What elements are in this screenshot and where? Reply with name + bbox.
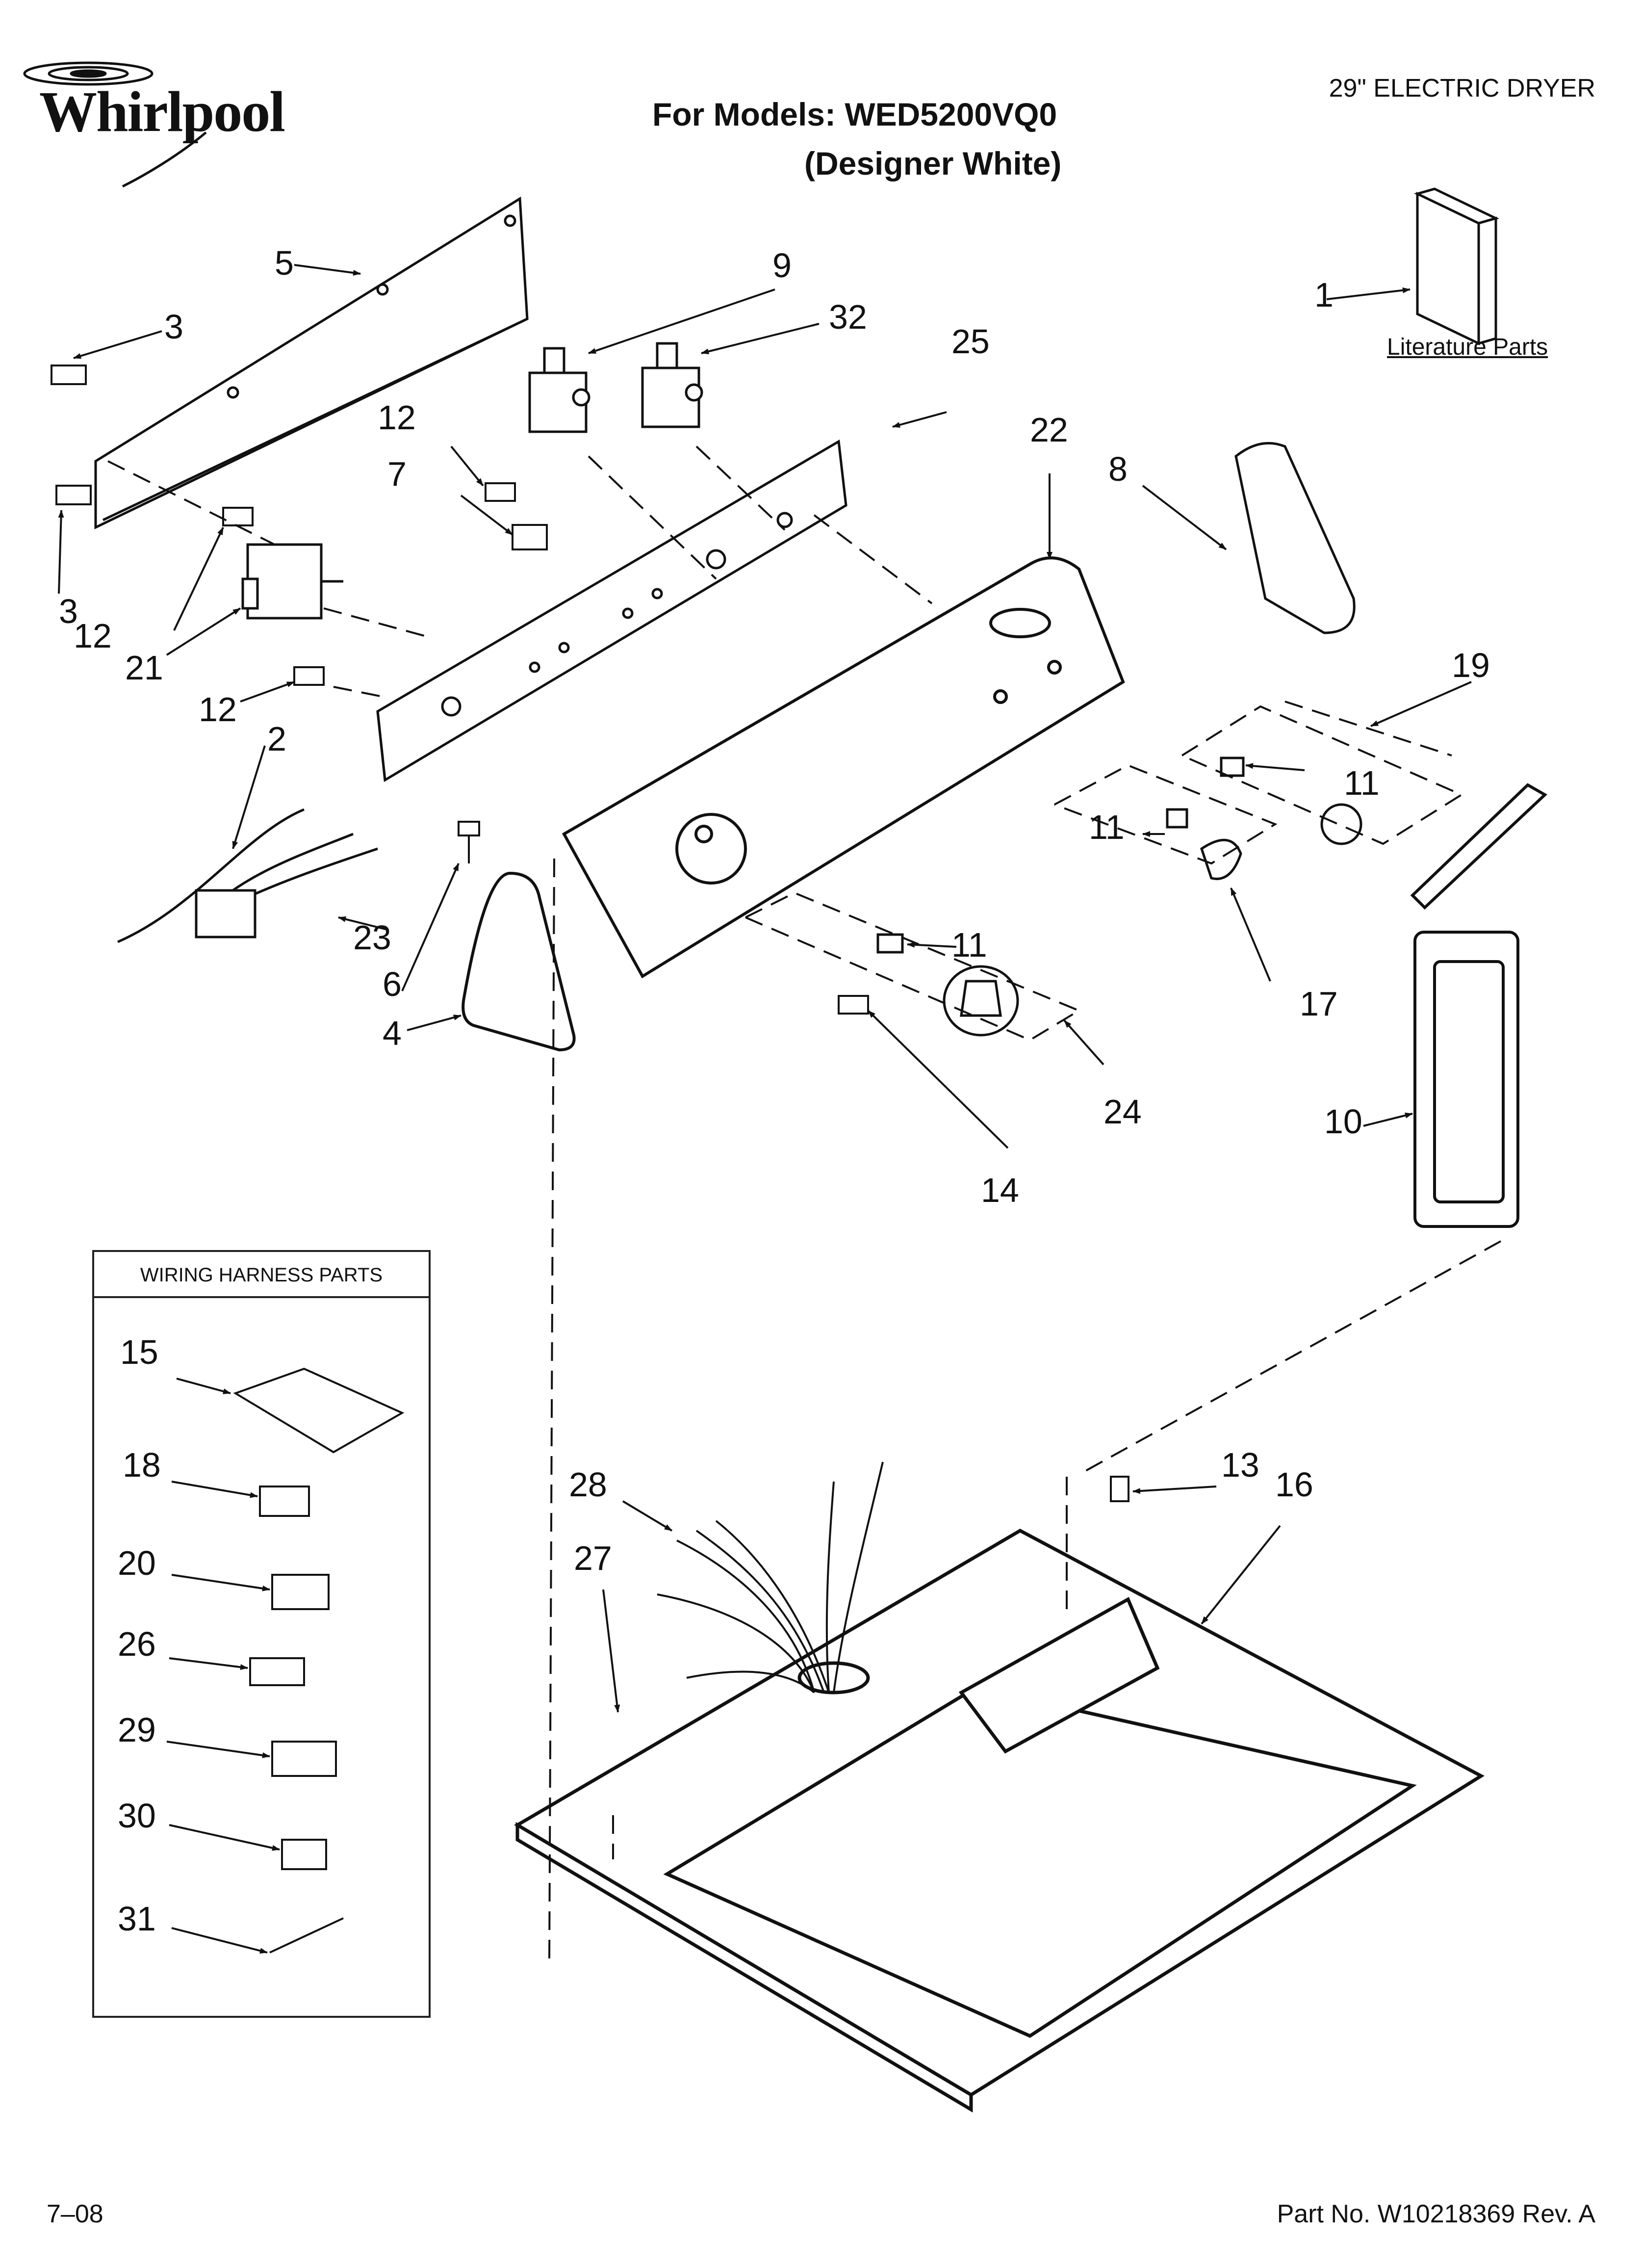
callout-8: 8 [1108, 450, 1128, 488]
date-code: 7–08 [47, 2200, 103, 2228]
top-panel [514, 1528, 1485, 2113]
callout-17: 17 [1300, 985, 1338, 1023]
whirlpool-swirl-icon [23, 61, 207, 188]
callout-3b: 3 [59, 592, 78, 630]
callout-31: 31 [118, 1900, 156, 1938]
color-variant: (Designer White) [804, 145, 1062, 182]
callout-24: 24 [1103, 1093, 1142, 1131]
lint-screen [1410, 783, 1548, 1228]
dashed-leader-lines [107, 445, 1501, 1963]
knob-19-icon [1220, 756, 1362, 845]
callout-20: 20 [118, 1544, 156, 1582]
wiring-harness-legend: WIRING HARNESS PARTS [92, 1250, 431, 2018]
callout-4: 4 [383, 1014, 402, 1052]
screw-icon [458, 821, 480, 863]
callout-28: 28 [569, 1465, 607, 1504]
legend-title: WIRING HARNESS PARTS [94, 1252, 429, 1298]
legend-parts-icons [233, 1367, 405, 1954]
models-title: For Models: WED5200VQ0 [652, 96, 1057, 132]
console-back-panel [94, 196, 529, 529]
callout-21: 21 [125, 649, 163, 687]
callout-12c: 12 [199, 690, 237, 729]
console-housing [562, 556, 1125, 979]
callout-14: 14 [981, 1171, 1019, 1209]
callout-1: 1 [1314, 276, 1334, 314]
callout-15: 15 [120, 1333, 158, 1371]
callout-12b: 12 [74, 617, 112, 655]
callout-6: 6 [383, 965, 402, 1003]
callout-arrows [58, 264, 1472, 1954]
callout-2: 2 [267, 720, 286, 758]
callout-26: 26 [118, 1625, 156, 1663]
part-number: Part No. W10218369 Rev. A [1277, 2200, 1595, 2228]
callout-10: 10 [1324, 1102, 1362, 1141]
callout-9: 9 [772, 246, 792, 285]
callout-11a: 11 [1344, 764, 1380, 802]
callout-12a: 12 [378, 398, 416, 437]
callout-18: 18 [123, 1446, 161, 1484]
callout-3a: 3 [164, 308, 183, 346]
callout-22: 22 [1030, 411, 1068, 449]
knob-24-icon [876, 933, 1019, 1037]
product-type: 29" ELECTRIC DRYER [1329, 74, 1595, 103]
timer-icon [241, 543, 343, 620]
callout-27: 27 [574, 1539, 612, 1577]
callout-19: 19 [1452, 646, 1490, 684]
switch-9-icon [528, 347, 590, 433]
screws-icon [51, 365, 1129, 1502]
switch-32-icon [641, 342, 703, 428]
wire-harness-icon [117, 808, 378, 943]
callout-25: 25 [951, 322, 990, 361]
control-bracket [376, 439, 847, 782]
callout-29: 29 [118, 1711, 156, 1749]
clip-7-icon [512, 524, 548, 550]
callout-11b: 11 [1089, 808, 1125, 846]
end-cap [462, 871, 576, 1052]
callout-5: 5 [275, 244, 294, 282]
literature-book-icon [1413, 187, 1500, 345]
callout-30: 30 [118, 1797, 156, 1835]
knob-17-icon [1166, 808, 1242, 880]
callout-16: 16 [1275, 1465, 1313, 1504]
side-bracket [1234, 442, 1356, 634]
main-harness-icon [657, 1461, 884, 1694]
brand-logo: Whirlpool [39, 79, 285, 144]
callout-7: 7 [387, 455, 407, 493]
callout-32: 32 [829, 298, 867, 336]
callout-13: 13 [1221, 1446, 1259, 1484]
callout-11c: 11 [951, 926, 987, 964]
callout-23: 23 [353, 918, 391, 957]
